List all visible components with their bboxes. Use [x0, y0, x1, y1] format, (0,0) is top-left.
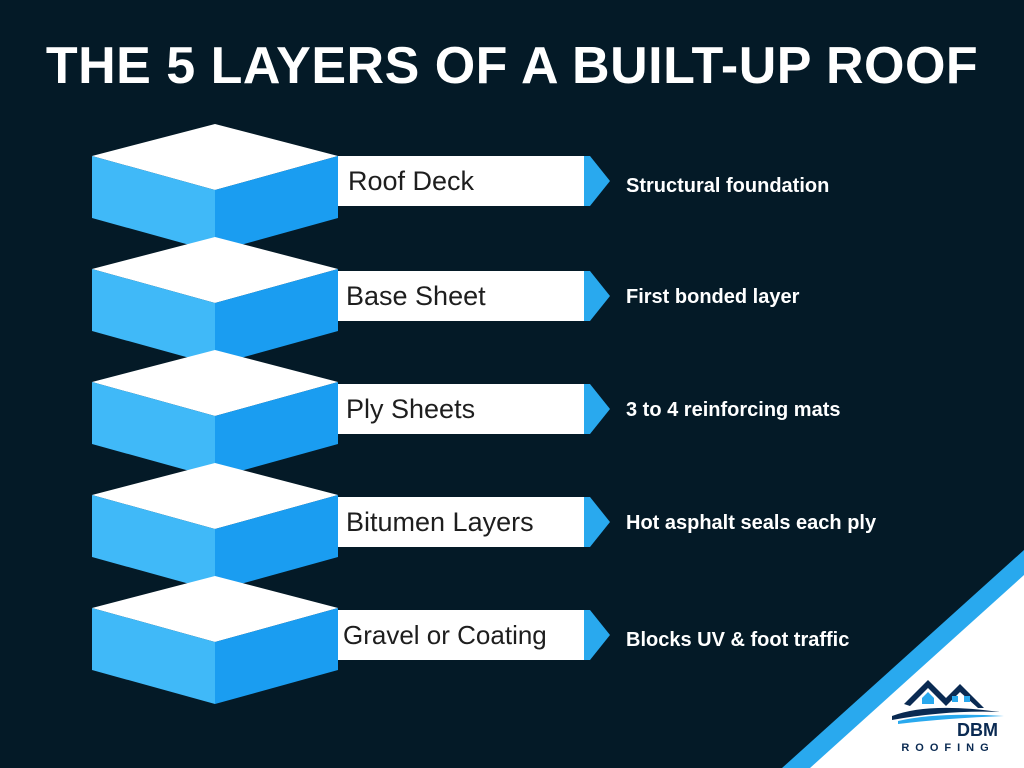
layer-label: Gravel or Coating — [343, 620, 547, 650]
layer-base-sheet: Base Sheet First bonded layer — [0, 237, 1024, 367]
layer-description: Hot asphalt seals each ply — [626, 512, 877, 534]
layer-description: First bonded layer — [626, 286, 800, 308]
layer-block-icon — [92, 350, 338, 478]
layer-block-icon — [92, 237, 338, 365]
layer-block-icon — [92, 576, 338, 704]
house-roof-logo-icon — [892, 680, 1004, 724]
layer-description: Structural foundation — [626, 175, 830, 197]
layer-block-icon — [92, 463, 338, 591]
layer-label-box: Gravel or Coating — [338, 610, 588, 660]
layer-label: Bitumen Layers — [346, 507, 534, 537]
chevron-right-icon — [584, 156, 610, 206]
dbm-roofing-logo: DBM ROOFING — [888, 672, 1008, 762]
page-title: THE 5 LAYERS OF A BUILT-UP ROOF — [45, 37, 979, 95]
chevron-right-icon — [584, 497, 610, 547]
chevron-right-icon — [584, 610, 610, 660]
layer-label: Base Sheet — [346, 281, 486, 311]
layer-label: Ply Sheets — [346, 394, 476, 424]
layer-description: Blocks UV & foot traffic — [626, 629, 850, 651]
logo-subtitle: ROOFING — [901, 742, 995, 754]
layer-description: 3 to 4 reinforcing mats — [626, 399, 841, 421]
layer-label-box: Base Sheet — [338, 271, 588, 321]
layer-label-box: Bitumen Layers — [338, 497, 588, 547]
layer-gravel-or-coating: Gravel or Coating Blocks UV & foot traff… — [0, 576, 1024, 706]
chevron-right-icon — [584, 384, 610, 434]
layer-roof-deck: Roof Deck Structural foundation — [0, 124, 1024, 254]
layer-label: Roof Deck — [348, 166, 475, 196]
chevron-right-icon — [584, 271, 610, 321]
layer-ply-sheets: Ply Sheets 3 to 4 reinforcing mats — [0, 350, 1024, 480]
layer-label-box: Roof Deck — [338, 156, 588, 206]
layer-block-icon — [92, 124, 338, 252]
layer-bitumen-layers: Bitumen Layers Hot asphalt seals each pl… — [0, 463, 1024, 593]
layer-label-box: Ply Sheets — [338, 384, 588, 434]
logo-brand: DBM — [957, 720, 998, 740]
